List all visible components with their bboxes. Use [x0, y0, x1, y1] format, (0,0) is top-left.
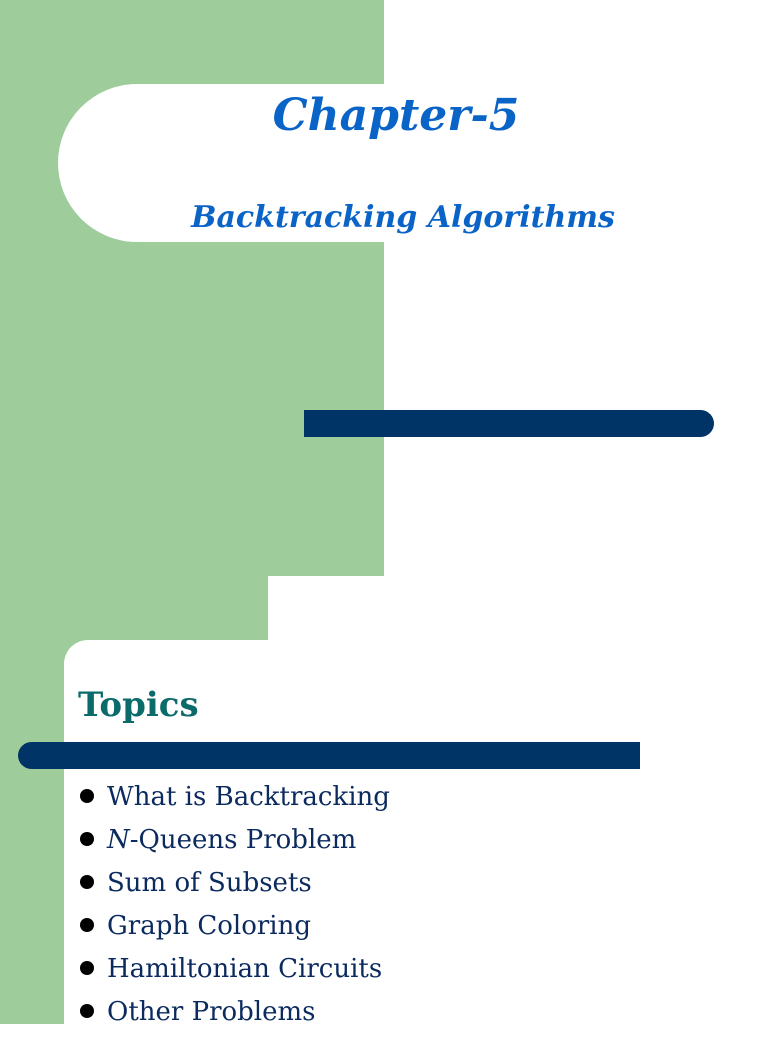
topic-item: Graph Coloring	[78, 905, 390, 948]
bullet-icon	[80, 1004, 94, 1018]
chapter-title: Chapter-5	[272, 90, 520, 141]
topic-item: Hamiltonian Circuits	[78, 948, 390, 991]
topic-text: Hamiltonian Circuits	[107, 954, 383, 984]
topic-text: Other Problems	[107, 997, 316, 1027]
topic-item: Sum of Subsets	[78, 862, 390, 905]
bullet-icon	[80, 832, 94, 846]
topic-text: Graph Coloring	[107, 911, 312, 941]
divider-bar-top	[304, 410, 714, 437]
bullet-icon	[80, 875, 94, 889]
topic-item: Other Problems	[78, 991, 390, 1034]
topic-text: What is Backtracking	[107, 782, 390, 812]
bullet-icon	[80, 961, 94, 975]
bullet-icon	[80, 789, 94, 803]
topic-item: N-Queens Problem	[78, 819, 390, 862]
title-pill	[58, 84, 768, 242]
topic-item: What is Backtracking	[78, 776, 390, 819]
divider-bar-bottom	[18, 742, 640, 769]
topic-text: Sum of Subsets	[107, 868, 312, 898]
chapter-subtitle: Backtracking Algorithms	[191, 200, 615, 235]
bullet-icon	[80, 918, 94, 932]
topic-text: -Queens Problem	[129, 825, 357, 855]
topic-list: What is Backtracking N-Queens Problem Su…	[78, 776, 390, 1034]
topics-heading: Topics	[78, 685, 199, 725]
lower-white-panel	[64, 640, 768, 1040]
topic-prefix: N	[107, 825, 130, 855]
